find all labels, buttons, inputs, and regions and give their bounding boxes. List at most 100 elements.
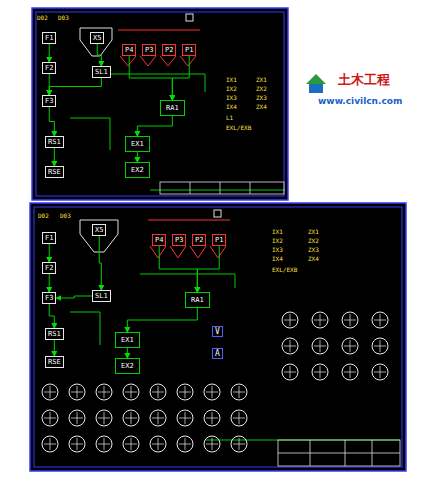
tag-label: ZX2	[256, 85, 267, 92]
gauge-symbol	[312, 364, 328, 380]
gauge-mark	[98, 438, 110, 450]
node-text: RS1	[48, 330, 61, 338]
tag-label: ZX1	[308, 228, 319, 235]
gauge-mark	[125, 438, 137, 450]
node-text: X5	[95, 226, 103, 234]
node-text: P3	[175, 236, 183, 244]
tag-label: L1	[226, 114, 233, 121]
silo-box: P3	[142, 44, 156, 56]
gauge-symbol	[204, 436, 220, 452]
pipe-connector	[129, 56, 172, 100]
watermark: 土木工程	[338, 72, 390, 87]
node-text: RA1	[166, 104, 179, 112]
gauge-symbol	[372, 364, 388, 380]
gauge-mark	[152, 386, 164, 398]
gauge-symbol	[69, 436, 85, 452]
tag-label: ZX4	[256, 103, 267, 110]
pipe-connector	[159, 246, 197, 292]
gauge-mark	[374, 366, 386, 378]
tag-label: ZX2	[308, 237, 319, 244]
gauge-mark	[284, 314, 296, 326]
gauge-mark	[284, 340, 296, 352]
gauge-symbol	[177, 436, 193, 452]
node-text: P4	[125, 46, 133, 54]
pipe-connector	[127, 308, 197, 332]
gauge-mark	[179, 412, 191, 424]
pipe-connector	[49, 244, 50, 262]
process-box: F1	[42, 32, 56, 44]
gauge-mark	[206, 438, 218, 450]
gauge-symbol	[231, 384, 247, 400]
node-text: F2	[45, 264, 53, 272]
pipe-connector	[97, 44, 101, 66]
tag-label: IX1	[226, 76, 237, 83]
pipe-connector	[49, 274, 50, 292]
gauge-symbol	[372, 338, 388, 354]
gauge-symbol	[282, 312, 298, 328]
tag-label: ZX3	[256, 94, 267, 101]
process-box: SL1	[92, 66, 111, 78]
node-text: F1	[45, 234, 53, 242]
gauge-mark	[314, 366, 326, 378]
node-text: SL1	[95, 292, 108, 300]
gauge-mark	[125, 412, 137, 424]
node-text: RSE	[48, 358, 61, 366]
tag-label: D03	[60, 212, 71, 219]
silo-box: P1	[182, 44, 196, 56]
gauge-mark	[44, 386, 56, 398]
gauge-symbol	[342, 364, 358, 380]
gauge-symbol	[177, 410, 193, 426]
tag-label: ZX4	[308, 255, 319, 262]
silo-box: P2	[192, 234, 206, 246]
gauge-mark	[314, 340, 326, 352]
gauge-symbol	[123, 384, 139, 400]
gauge-mark	[98, 386, 110, 398]
node-text: F3	[45, 294, 53, 302]
node-text: P2	[165, 46, 173, 54]
gauge-mark	[374, 314, 386, 326]
pipe-connector	[49, 107, 54, 136]
tag-label: D03	[58, 14, 69, 21]
process-box: RSE	[45, 166, 64, 178]
gauge-mark	[44, 438, 56, 450]
node-text: RS1	[48, 138, 61, 146]
pipe-connector	[137, 152, 138, 162]
gauge-symbol	[96, 384, 112, 400]
gauge-mark	[344, 314, 356, 326]
gauge-mark	[314, 314, 326, 326]
gauge-mark	[98, 412, 110, 424]
gauge-mark	[71, 438, 83, 450]
process-box: F3	[42, 95, 56, 107]
process-box: EX2	[115, 358, 140, 374]
gauge-symbol	[282, 364, 298, 380]
node-text: EX2	[131, 166, 144, 174]
gauge-symbol	[96, 410, 112, 426]
gauge-symbol	[96, 436, 112, 452]
process-box: F1	[42, 232, 56, 244]
gauge-symbol	[42, 384, 58, 400]
node-text: SL1	[95, 68, 108, 76]
gauge-mark	[71, 386, 83, 398]
watermark: www.civilcn.com	[318, 96, 402, 107]
tag-label: IX1	[272, 228, 283, 235]
gauge-symbol	[231, 410, 247, 426]
node-text: EX1	[131, 140, 144, 148]
process-box: EX2	[125, 162, 150, 178]
tag-label: V	[212, 326, 223, 337]
tag-label: EXL/EXB	[272, 266, 297, 273]
pipe-connector	[137, 116, 172, 136]
gauge-mark	[206, 386, 218, 398]
pipe-connector	[54, 148, 55, 166]
process-box: RS1	[45, 328, 64, 340]
gauge-mark	[206, 412, 218, 424]
gauge-mark	[125, 386, 137, 398]
process-box: F2	[42, 62, 56, 74]
process-box: RA1	[160, 100, 185, 116]
node-text: EX1	[121, 336, 134, 344]
node-text: RA1	[191, 296, 204, 304]
gauge-mark	[344, 340, 356, 352]
pipe-connector	[99, 236, 101, 290]
gauge-symbol	[123, 436, 139, 452]
process-box: RSE	[45, 356, 64, 368]
gauge-mark	[179, 438, 191, 450]
